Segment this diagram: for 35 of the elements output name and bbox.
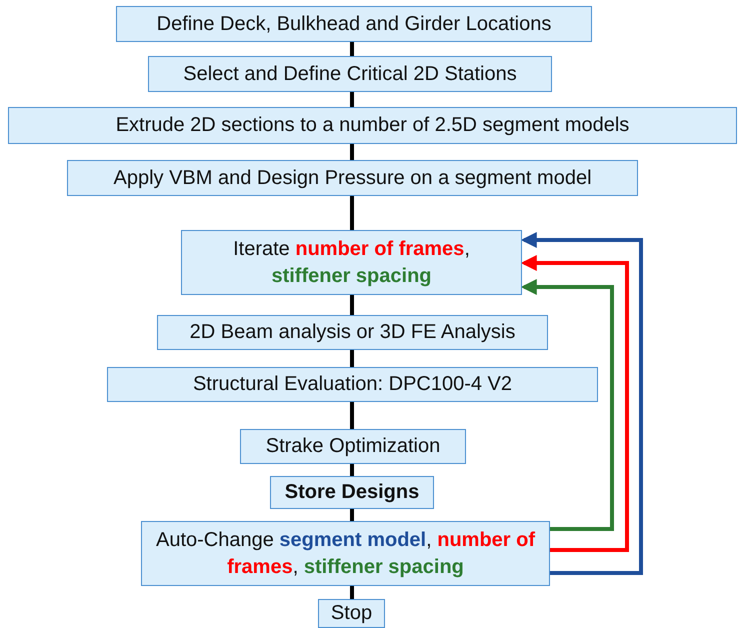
step-text: Structural Evaluation: DPC100-4 V2 — [192, 372, 512, 397]
connector-line — [350, 402, 354, 429]
process-box — [181, 230, 522, 295]
connector-line — [350, 295, 354, 315]
connector-line — [350, 586, 354, 599]
step-text: Iterate number of frames, stiffener spacing — [232, 236, 471, 288]
step-text: Apply VBM and Design Pressure on a segment model — [113, 166, 592, 190]
process-box — [240, 429, 466, 464]
process-box — [141, 521, 550, 586]
process-box — [8, 107, 737, 144]
step-text: Auto-Change segment model, number of frames, stiffener spacing — [154, 528, 536, 580]
connector-line — [350, 92, 354, 107]
step-text: Extrude 2D sections to a number of 2.5D segment models — [116, 113, 630, 138]
connector-line — [350, 144, 354, 160]
step-text: Select and Define Critical 2D Stations — [183, 62, 517, 86]
connector-line — [350, 464, 354, 476]
feedback-arrow — [520, 279, 614, 531]
process-box — [157, 315, 548, 350]
process-box — [318, 599, 385, 628]
step-text: Stop — [330, 601, 372, 626]
process-box — [270, 476, 434, 509]
connector-line — [350, 509, 354, 521]
process-box — [116, 6, 592, 42]
feedback-arrow — [520, 232, 643, 575]
step-text: 2D Beam analysis or 3D FE Analysis — [190, 320, 516, 345]
process-box — [107, 367, 598, 402]
feedback-arrow — [520, 255, 629, 552]
connector-line — [350, 42, 354, 56]
step-text: Strake Optimization — [266, 434, 440, 459]
connector-line — [350, 350, 354, 367]
process-box — [148, 56, 552, 92]
step-text: Define Deck, Bulkhead and Girder Locations — [156, 12, 552, 36]
connector-line — [350, 196, 354, 230]
step-text: Store Designs — [284, 480, 420, 505]
process-box — [67, 160, 638, 196]
